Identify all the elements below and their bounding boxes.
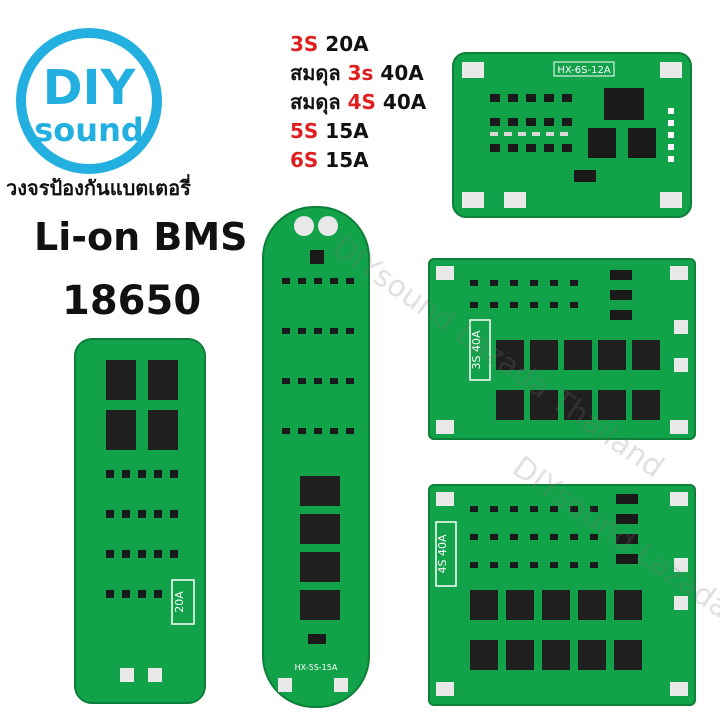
board-label-6s: HX-6S-12A [557,65,611,76]
spec-list: 3S 20A สมดุล 3s 40A สมดุล 4S 40A 5S 15A … [290,30,450,175]
bms-board-4s-40a: 4S 40A [428,484,696,706]
bms-board-5s: HX-5S-15A [262,206,370,708]
spec-item: สมดุล 4S 40A [290,90,427,114]
title-line2: 18650 [62,278,202,324]
board-label-5s: HX-5S-15A [295,663,338,672]
logo-line1: DIY [43,60,137,116]
board-label-20a: 20A [173,591,186,613]
bms-board-20a: 20A [74,338,206,704]
spec-item: 5S 15A [290,119,369,143]
board-label-4s: 4S 40A [436,534,449,573]
logo-line2: sound [34,111,144,149]
subtitle-thai: วงจรป้องกันแบตเตอรี่ [6,176,191,200]
bms-board-3s-40a: 3S 40A [428,258,696,440]
brand-logo: DIY sound [14,26,164,176]
spec-item: 6S 15A [290,148,369,172]
spec-item: สมดุล 3s 40A [290,61,424,85]
board-label-3s: 3S 40A [470,330,483,369]
title-line1: Li-on BMS [34,215,248,259]
bms-board-6s: HX-6S-12A [452,52,692,218]
spec-item: 3S 20A [290,32,369,56]
